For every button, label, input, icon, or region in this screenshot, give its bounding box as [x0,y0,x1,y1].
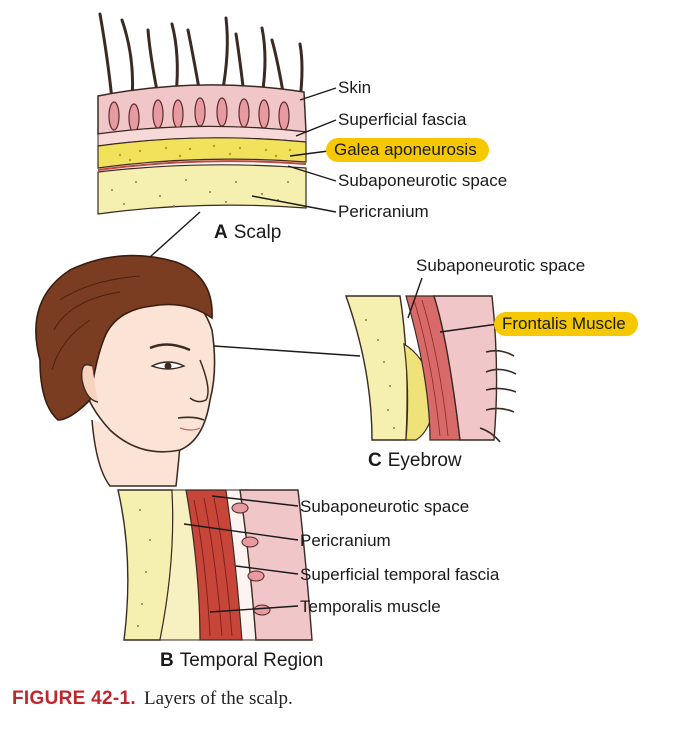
label-superficial-temporal-fascia: Superficial temporal fascia [300,565,499,585]
panel-b-title: B Temporal Region [160,650,323,672]
scalp-cross-section [98,14,336,214]
label-pericranium: Pericranium [338,202,429,222]
label-superficial-fascia: Superficial fascia [338,110,467,130]
label-temporal-subaponeurotic-space: Subaponeurotic space [300,497,469,517]
panel-b-letter: B [160,650,174,671]
label-frontalis-muscle-highlighted: Frontalis Muscle [494,312,638,336]
eyebrow-cross-section [346,278,516,442]
label-skin: Skin [338,78,371,98]
label-galea-aponeurosis-highlighted: Galea aponeurosis [326,138,489,162]
label-temporalis-muscle: Temporalis muscle [300,597,441,617]
label-eyebrow-subaponeurotic-space: Subaponeurotic space [416,256,585,276]
panel-a-title: A Scalp [214,222,281,244]
caption-text: Layers of the scalp. [144,688,293,709]
temporal-cross-section [118,490,312,640]
label-temporal-pericranium: Pericranium [300,531,391,551]
figure-number: FIGURE 42-1. [12,688,136,709]
panel-b-name: Temporal Region [180,650,324,671]
panel-c-name: Eyebrow [388,450,462,471]
woman-head-illustration [36,256,215,486]
panel-c-letter: C [368,450,382,471]
label-subaponeurotic-space: Subaponeurotic space [338,171,507,191]
panel-a-name: Scalp [234,222,282,243]
panel-a-letter: A [214,222,228,243]
figure-caption: FIGURE 42-1. Layers of the scalp. [12,688,293,710]
panel-c-title: C Eyebrow [368,450,462,472]
